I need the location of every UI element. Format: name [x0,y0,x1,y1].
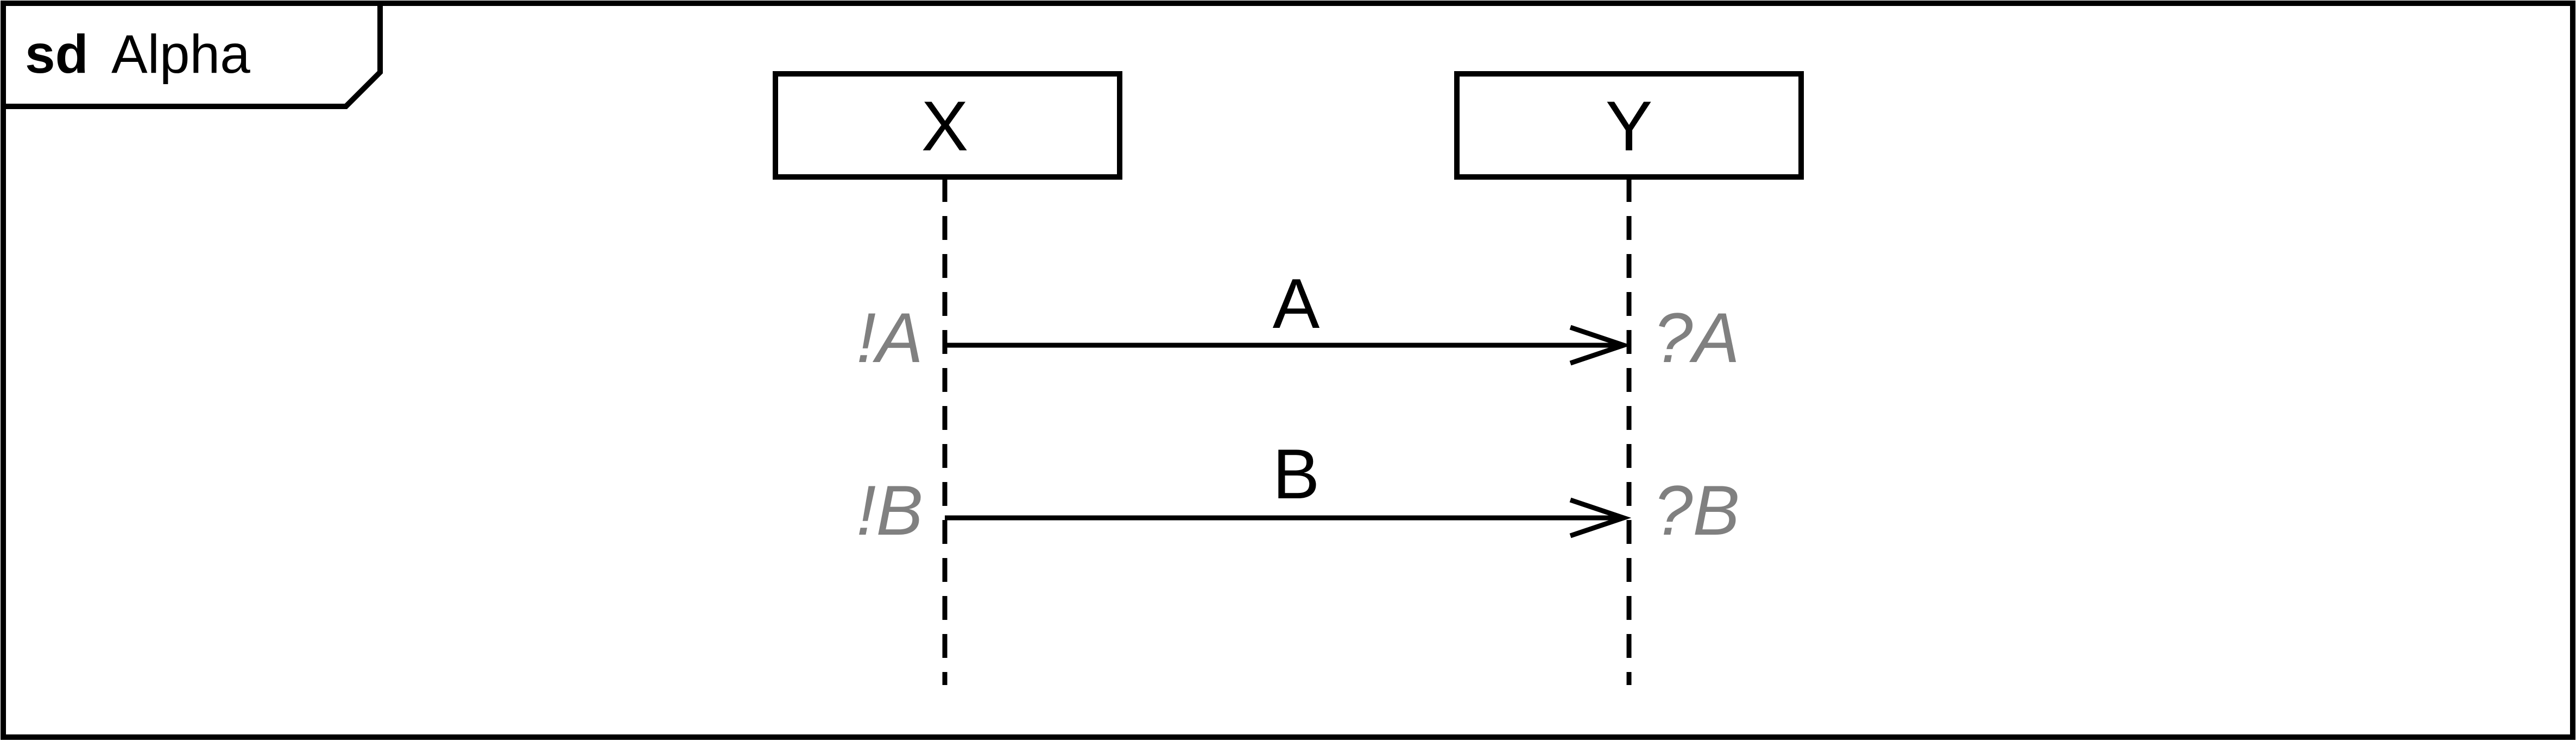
message-b-send-event: !B [856,471,923,550]
message-b-label: B [1273,434,1320,514]
message-b-receive-event: ?B [1653,471,1740,550]
message-a-arrowhead [1569,325,1632,366]
message-a-send-event: !A [856,298,923,377]
message-b[interactable]: B !B ?B [856,434,1740,550]
frame-tab [1,1,383,109]
message-a-label: A [1273,264,1320,343]
lifeline-y-label: Y [1606,86,1653,166]
frame-keyword: sd [25,24,89,85]
message-b-arrowhead [1569,497,1632,538]
frame-title: Alpha [111,24,250,85]
lifeline-y-head[interactable] [1454,71,1804,180]
lifeline-x: X [773,71,1122,685]
message-a[interactable]: A !A ?A [856,264,1740,377]
lifeline-x-label: X [921,86,969,166]
lifeline-x-head[interactable] [773,71,1122,180]
message-a-receive-event: ?A [1653,298,1740,377]
lifeline-y: Y [1454,71,1804,685]
